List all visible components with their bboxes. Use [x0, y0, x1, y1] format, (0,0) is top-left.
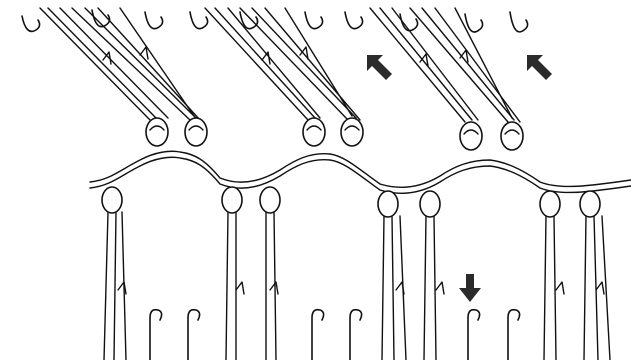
- lower-loop: [260, 187, 280, 213]
- upper-hook: [510, 12, 528, 32]
- lower-hook: [468, 310, 480, 360]
- upper-threads: [40, 8, 520, 122]
- upper-hook: [305, 12, 323, 29]
- upper-hook: [22, 16, 40, 31]
- top-loop: [501, 122, 523, 150]
- lower-loop: [540, 191, 560, 217]
- upper-hook: [190, 12, 208, 29]
- top-loop: [460, 122, 482, 150]
- upper-hook: [145, 12, 163, 29]
- lower-hook: [188, 310, 200, 360]
- lower-loop: [102, 187, 122, 213]
- arrow-up-left-icon: [367, 55, 392, 80]
- top-loop: [185, 118, 207, 146]
- lower-loop: [580, 191, 600, 217]
- lower-hook: [350, 310, 362, 360]
- lower-hook: [508, 310, 520, 360]
- upper-hook: [465, 14, 483, 32]
- top-loop: [146, 118, 168, 146]
- lower-hook: [150, 310, 162, 360]
- lower-loop: [420, 191, 440, 217]
- lower-threads: [104, 212, 610, 360]
- yarn-chain: [90, 151, 631, 193]
- lower-loops: [102, 187, 600, 217]
- lower-needle-hooks: [150, 310, 520, 360]
- lower-loop: [222, 187, 242, 213]
- top-loop: [341, 118, 363, 146]
- top-loop-pairs: [146, 118, 523, 150]
- top-loop: [303, 118, 325, 146]
- arrow-down-icon: [459, 274, 481, 302]
- upper-hook: [345, 12, 363, 29]
- lower-hook: [312, 310, 324, 360]
- lower-loop: [378, 191, 398, 217]
- arrow-up-left-icon: [527, 55, 552, 80]
